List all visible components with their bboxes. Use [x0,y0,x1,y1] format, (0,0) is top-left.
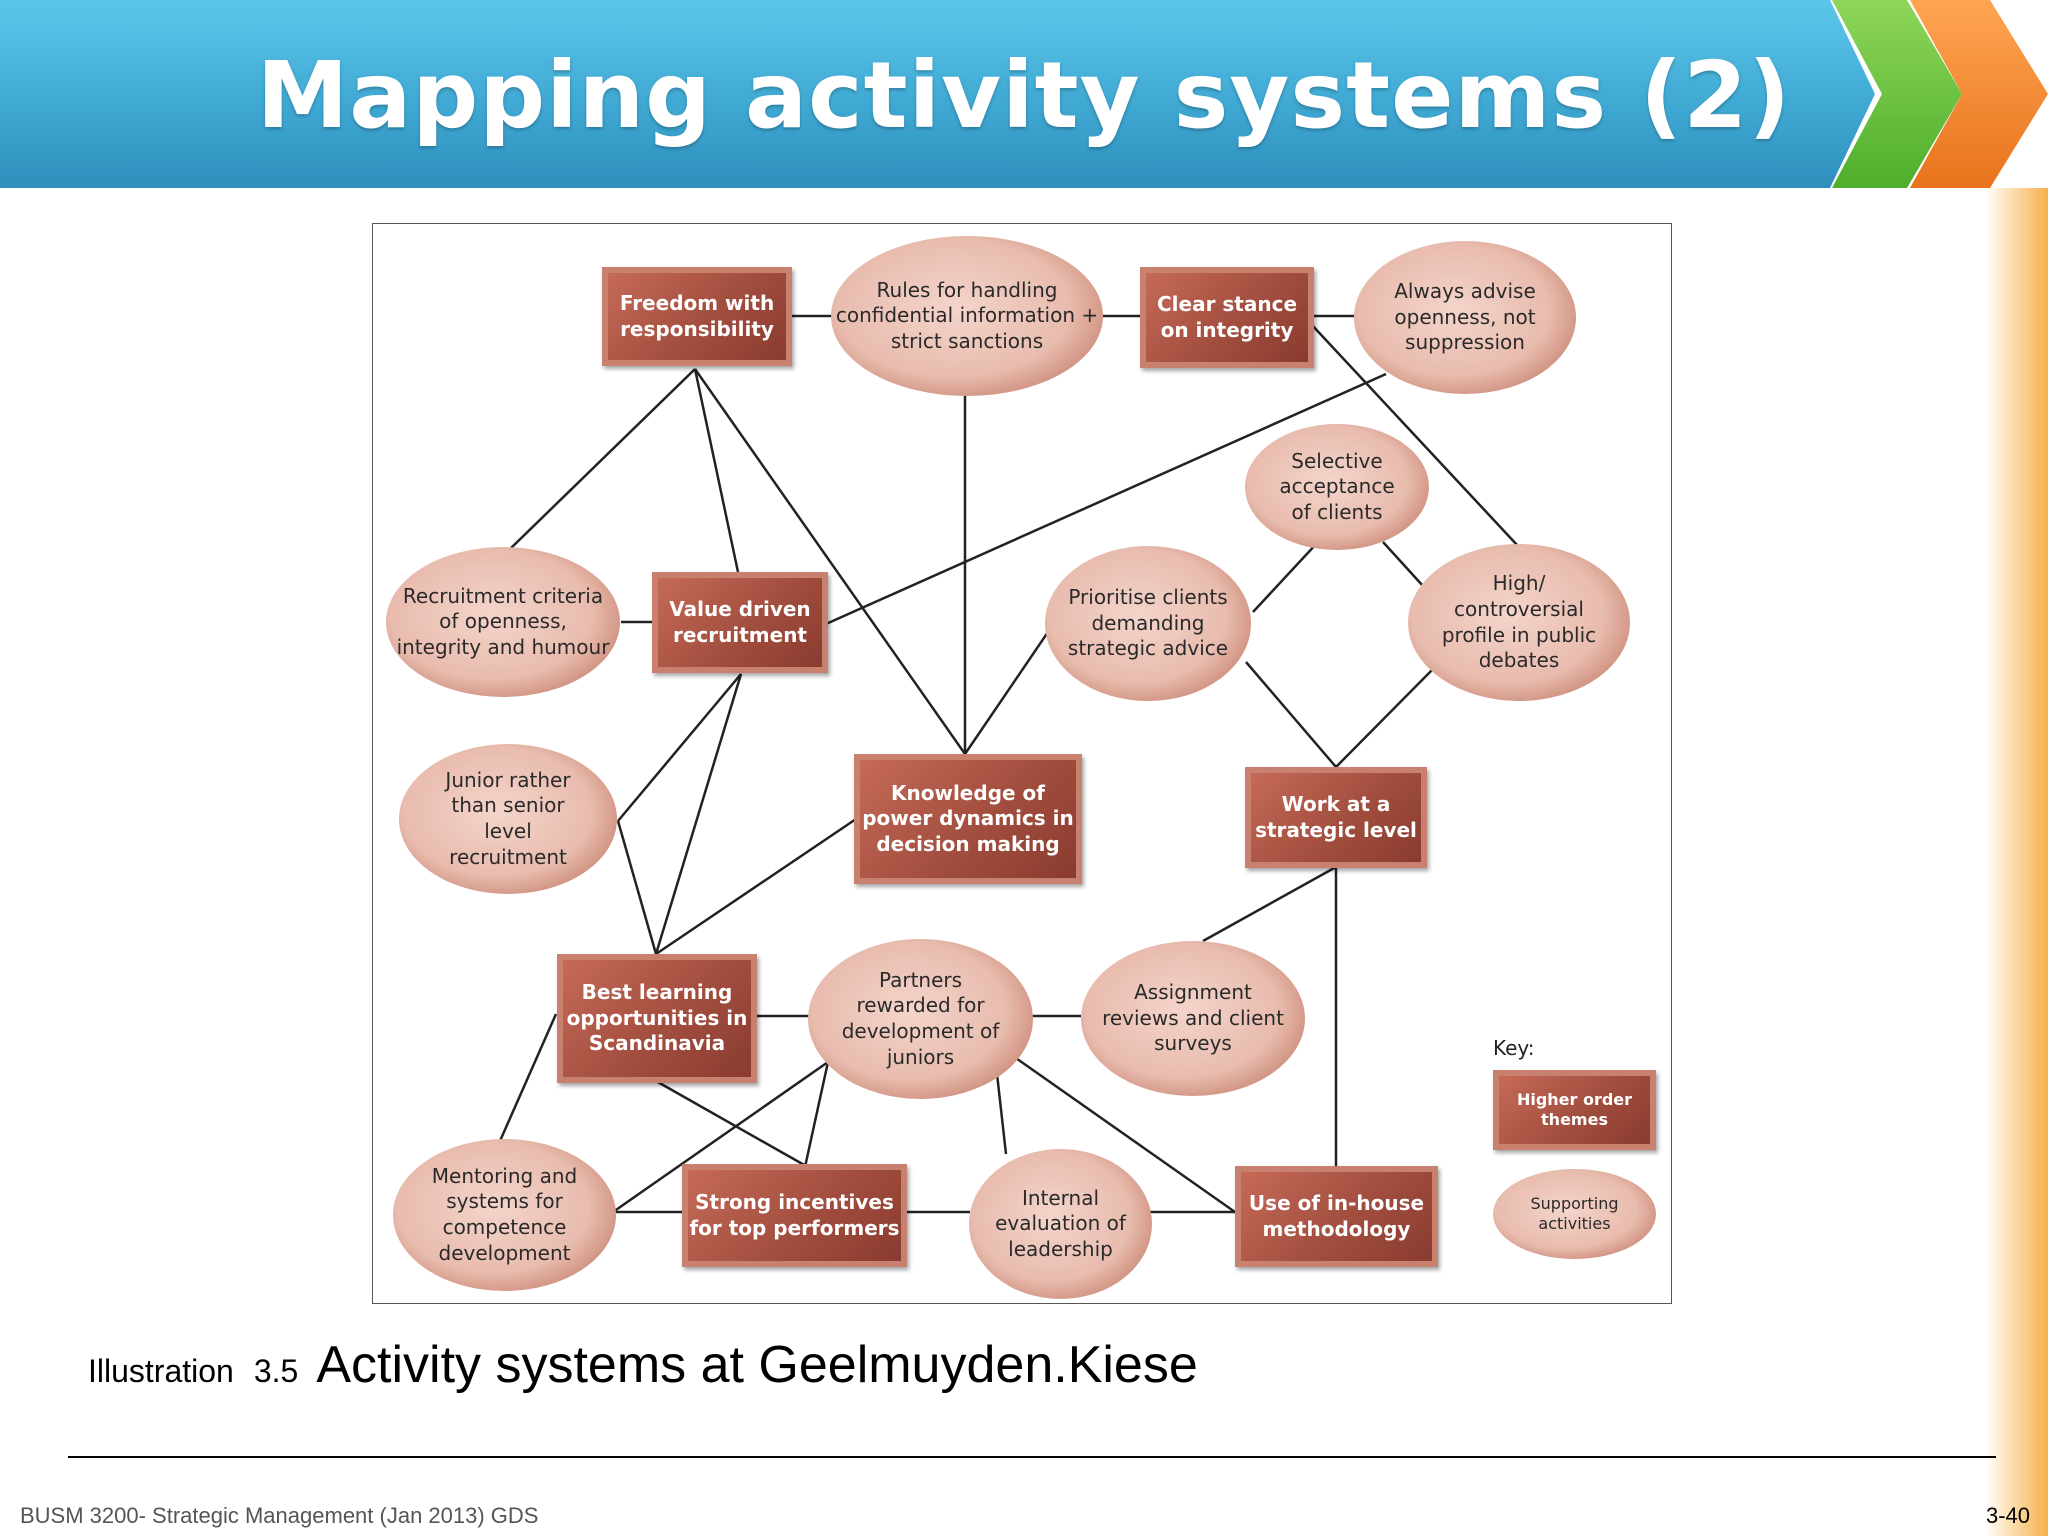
node-best-learning-opportunities: Best learning opportunities in Scandinav… [557,954,757,1083]
node-knowledge-of-power-dynamics: Knowledge of power dynamics in decision … [854,754,1082,884]
connector [693,368,740,573]
activity-system-diagram: Freedom with responsibility Rules for ha… [372,223,1672,1304]
page-number: 3-40 [1985,1503,2030,1528]
node-always-advise-openness: Always advise openness, not suppression [1354,241,1576,394]
key-supporting-activities: Supporting activities [1493,1169,1656,1259]
connector [1252,541,1319,613]
connector [803,1061,830,1168]
key-higher-order-themes: Higher order themes [1493,1070,1656,1150]
caption-number: 3.5 [253,1353,299,1389]
node-high-controversial-profile: High/ controversial profile in public de… [1408,544,1630,701]
node-rules-confidential-information: Rules for handling confidential informat… [831,236,1103,396]
node-assignment-reviews: Assignment reviews and client surveys [1081,941,1305,1096]
key-title: Key: [1493,1036,1535,1060]
connector [617,673,742,822]
connector [654,673,743,955]
connector [1310,323,1519,547]
title-banner [0,0,1875,188]
connector [616,820,658,955]
node-clear-stance-on-integrity: Clear stance on integrity [1140,267,1314,368]
node-prioritise-clients: Prioritise clients demanding strategic a… [1045,546,1251,701]
connector [498,1013,558,1142]
connector [509,368,696,550]
connector [612,1060,829,1214]
connector [1245,661,1337,768]
connector [693,368,967,755]
node-freedom-with-responsibility: Freedom with responsibility [602,267,792,366]
footer-divider [68,1456,1996,1458]
footer-course-info: BUSM 3200- Strategic Management (Jan 201… [20,1503,539,1528]
node-value-driven-recruitment: Value driven recruitment [652,572,828,673]
node-junior-recruitment: Junior rather than senior level recruitm… [399,744,617,894]
connector [963,631,1050,755]
figure-caption: Illustration 3.5 Activity systems at Geelm… [88,1335,1198,1395]
node-recruitment-criteria: Recruitment criteria of openness, integr… [386,547,620,697]
node-strong-incentives: Strong incentives for top performers [682,1164,907,1267]
node-internal-evaluation: Internal evaluation of leadership [969,1149,1152,1299]
connector [1012,1054,1236,1214]
connector [1335,668,1434,768]
caption-text: Activity systems at Geelmuyden.Kiese [316,1336,1198,1394]
node-partners-rewarded: Partners rewarded for development of jun… [808,939,1033,1099]
node-mentoring-and-systems: Mentoring and systems for competence dev… [393,1139,616,1291]
node-work-at-strategic-level: Work at a strategic level [1245,767,1427,868]
connector [825,372,1387,626]
caption-label: Illustration [88,1353,234,1389]
side-gradient-bar [1985,188,2048,1536]
node-selective-acceptance: Selective acceptance of clients [1245,424,1429,550]
connector [655,1079,807,1168]
connector [655,817,857,956]
node-use-of-in-house-methodology: Use of in-house methodology [1235,1166,1438,1267]
connector [1202,865,1337,943]
connector-lines [498,314,1519,1214]
slide-title: Mapping activity systems (2) [256,42,1792,149]
